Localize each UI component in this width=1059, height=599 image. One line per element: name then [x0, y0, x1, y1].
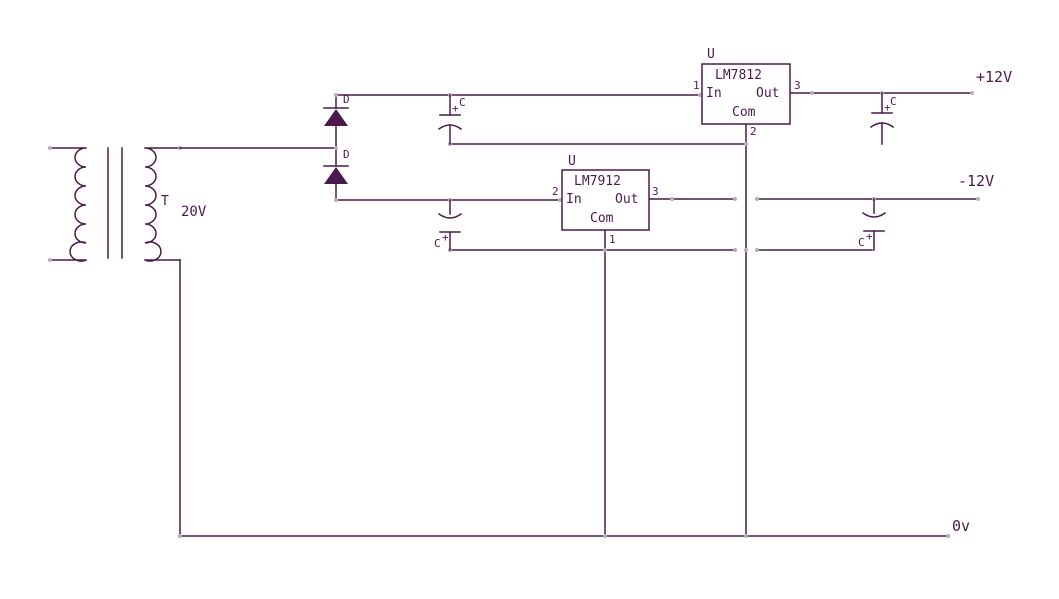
transformer-primary-winding — [49, 147, 87, 262]
transformer-value: 20V — [181, 204, 207, 220]
regulator-lm7912-pin-in-num: 2 — [552, 185, 559, 198]
diode-upper: D — [323, 93, 350, 126]
regulator-lm7912: U LM7912 In Out Com 2 3 1 — [552, 154, 659, 246]
diode-lower-symbol — [324, 167, 348, 184]
net-label-gnd: 0v — [952, 517, 970, 535]
capacitor-pos-output-designator: C — [890, 95, 897, 108]
regulator-lm7912-designator: U — [568, 154, 576, 169]
capacitor-pos-output: + C — [869, 92, 897, 145]
regulator-lm7812-designator: U — [707, 47, 715, 62]
regulator-lm7812-pin-com-label: Com — [732, 105, 756, 120]
regulator-lm7812-part: LM7812 — [715, 68, 762, 83]
regulator-lm7912-body — [561, 169, 650, 231]
capacitor-pos-input-designator: C — [459, 96, 466, 109]
net-label-neg: -12V — [958, 172, 994, 190]
diode-lower: D — [323, 148, 350, 184]
regulator-lm7812-pin-com-num: 2 — [750, 125, 757, 138]
regulator-lm7812-pin-in-label: In — [706, 86, 722, 101]
capacitor-neg-output-designator: C — [858, 236, 865, 249]
regulator-lm7912-part: LM7912 — [574, 174, 621, 189]
regulator-lm7812-body — [701, 63, 791, 125]
regulator-lm7812-pin-in-num: 1 — [693, 79, 700, 92]
regulator-lm7912-pin-out-label: Out — [615, 192, 638, 207]
regulator-lm7812-pin-out-num: 3 — [794, 79, 801, 92]
regulator-lm7912-pin-com-num: 1 — [609, 233, 616, 246]
diode-upper-designator: D — [343, 93, 350, 106]
regulator-lm7812-pin-out-label: Out — [756, 86, 779, 101]
diode-lower-designator: D — [343, 148, 350, 161]
regulator-lm7912-pin-com-label: Com — [590, 211, 614, 226]
transformer-designator: T — [161, 194, 169, 209]
capacitor-pos-input-polarity: + — [452, 102, 459, 115]
capacitor-neg-input-designator: C — [434, 237, 441, 250]
net-label-pos: +12V — [976, 68, 1012, 86]
transformer: T 20V — [48, 146, 207, 262]
regulator-lm7812: U LM7812 In Out Com 1 3 2 — [693, 47, 801, 138]
capacitor-neg-output-polarity: + — [866, 230, 873, 243]
capacitor-pos-input: + C — [437, 94, 466, 145]
regulator-lm7912-pin-out-num: 3 — [652, 185, 659, 198]
wiring — [178, 91, 980, 538]
capacitor-pos-output-polarity: + — [884, 101, 891, 114]
transformer-secondary-winding — [144, 147, 181, 262]
diode-upper-symbol — [324, 109, 348, 126]
capacitor-neg-output: C + — [858, 198, 887, 251]
capacitor-neg-input: C + — [434, 199, 463, 251]
regulator-lm7912-pin-in-label: In — [566, 192, 582, 207]
capacitor-neg-input-polarity: + — [442, 231, 449, 244]
